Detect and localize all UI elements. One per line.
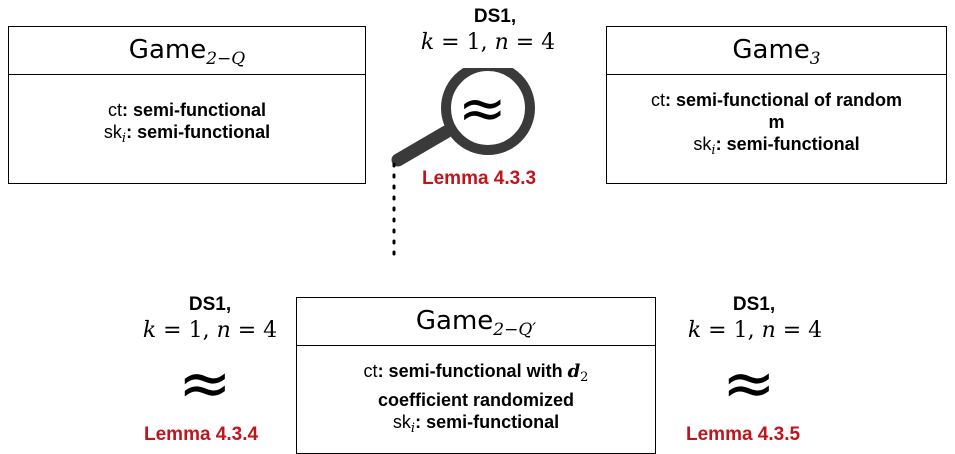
game-3-subscript: 3 (809, 49, 821, 70)
dotted-connector (392, 162, 396, 258)
game-2-q-subscript: 2−Q (206, 49, 246, 70)
bottom-left-lemma-label: Lemma 4.3.4 (144, 424, 259, 445)
bottom-left-ds1-label: DS1, (188, 294, 232, 315)
game-3-m-line: m (768, 112, 785, 132)
game-2-q-prime-coefficient-line: coefficient randomized (377, 390, 575, 410)
game-2-q-prime-body: ct: semi-functional with d2 coefficient … (297, 346, 655, 440)
game-2-q-prime-subscript: 2−Q′ (493, 320, 537, 341)
magnifier-icon (391, 68, 535, 167)
game-2-q-title: Game2−Q (9, 27, 365, 75)
game-2-q-prime-box: Game2−Q′ ct: semi-functional with d2 coe… (296, 297, 656, 454)
bottom-left-params-label: k = 1, n = 4 (142, 318, 278, 343)
top-params-label: k = 1, n = 4 (420, 30, 556, 55)
game-3-sk-line: ski: semi-functional (693, 134, 860, 158)
bottom-right-lemma-label: Lemma 4.3.5 (686, 424, 801, 445)
bottom-left-approx-icon: ≈ (178, 347, 232, 421)
game-3-ct-line: ct: semi-functional of random (650, 90, 903, 110)
game-3-box: Game3 ct: semi-functional of random m sk… (606, 26, 947, 184)
game-2-q-body: ct: semi-functional ski: semi-functional (9, 75, 365, 150)
game-2-q-prime-ct-line: ct: semi-functional with d2 (363, 361, 589, 385)
bottom-right-ds1-label: DS1, (732, 294, 776, 315)
game-2-q-sk-line: ski: semi-functional (103, 122, 271, 146)
top-ds1-label: DS1, (473, 6, 517, 27)
game-2-q-box: Game2−Q ct: semi-functional ski: semi-fu… (8, 26, 366, 184)
game-2-q-prime-sk-line: ski: semi-functional (392, 412, 560, 436)
game-2-q-prime-title: Game2−Q′ (297, 298, 655, 346)
magnifier-lens (441, 68, 535, 155)
game-2-q-ct-line: ct: semi-functional (107, 100, 267, 120)
top-approx-icon: ≈ (458, 74, 507, 142)
bottom-right-params-label: k = 1, n = 4 (687, 318, 823, 343)
game-3-title: Game3 (607, 27, 946, 75)
top-lemma-label: Lemma 4.3.3 (422, 168, 537, 189)
bottom-right-approx-icon: ≈ (722, 347, 776, 421)
magnifier-handle (391, 125, 453, 167)
game-3-body: ct: semi-functional of random m ski: sem… (607, 75, 946, 162)
